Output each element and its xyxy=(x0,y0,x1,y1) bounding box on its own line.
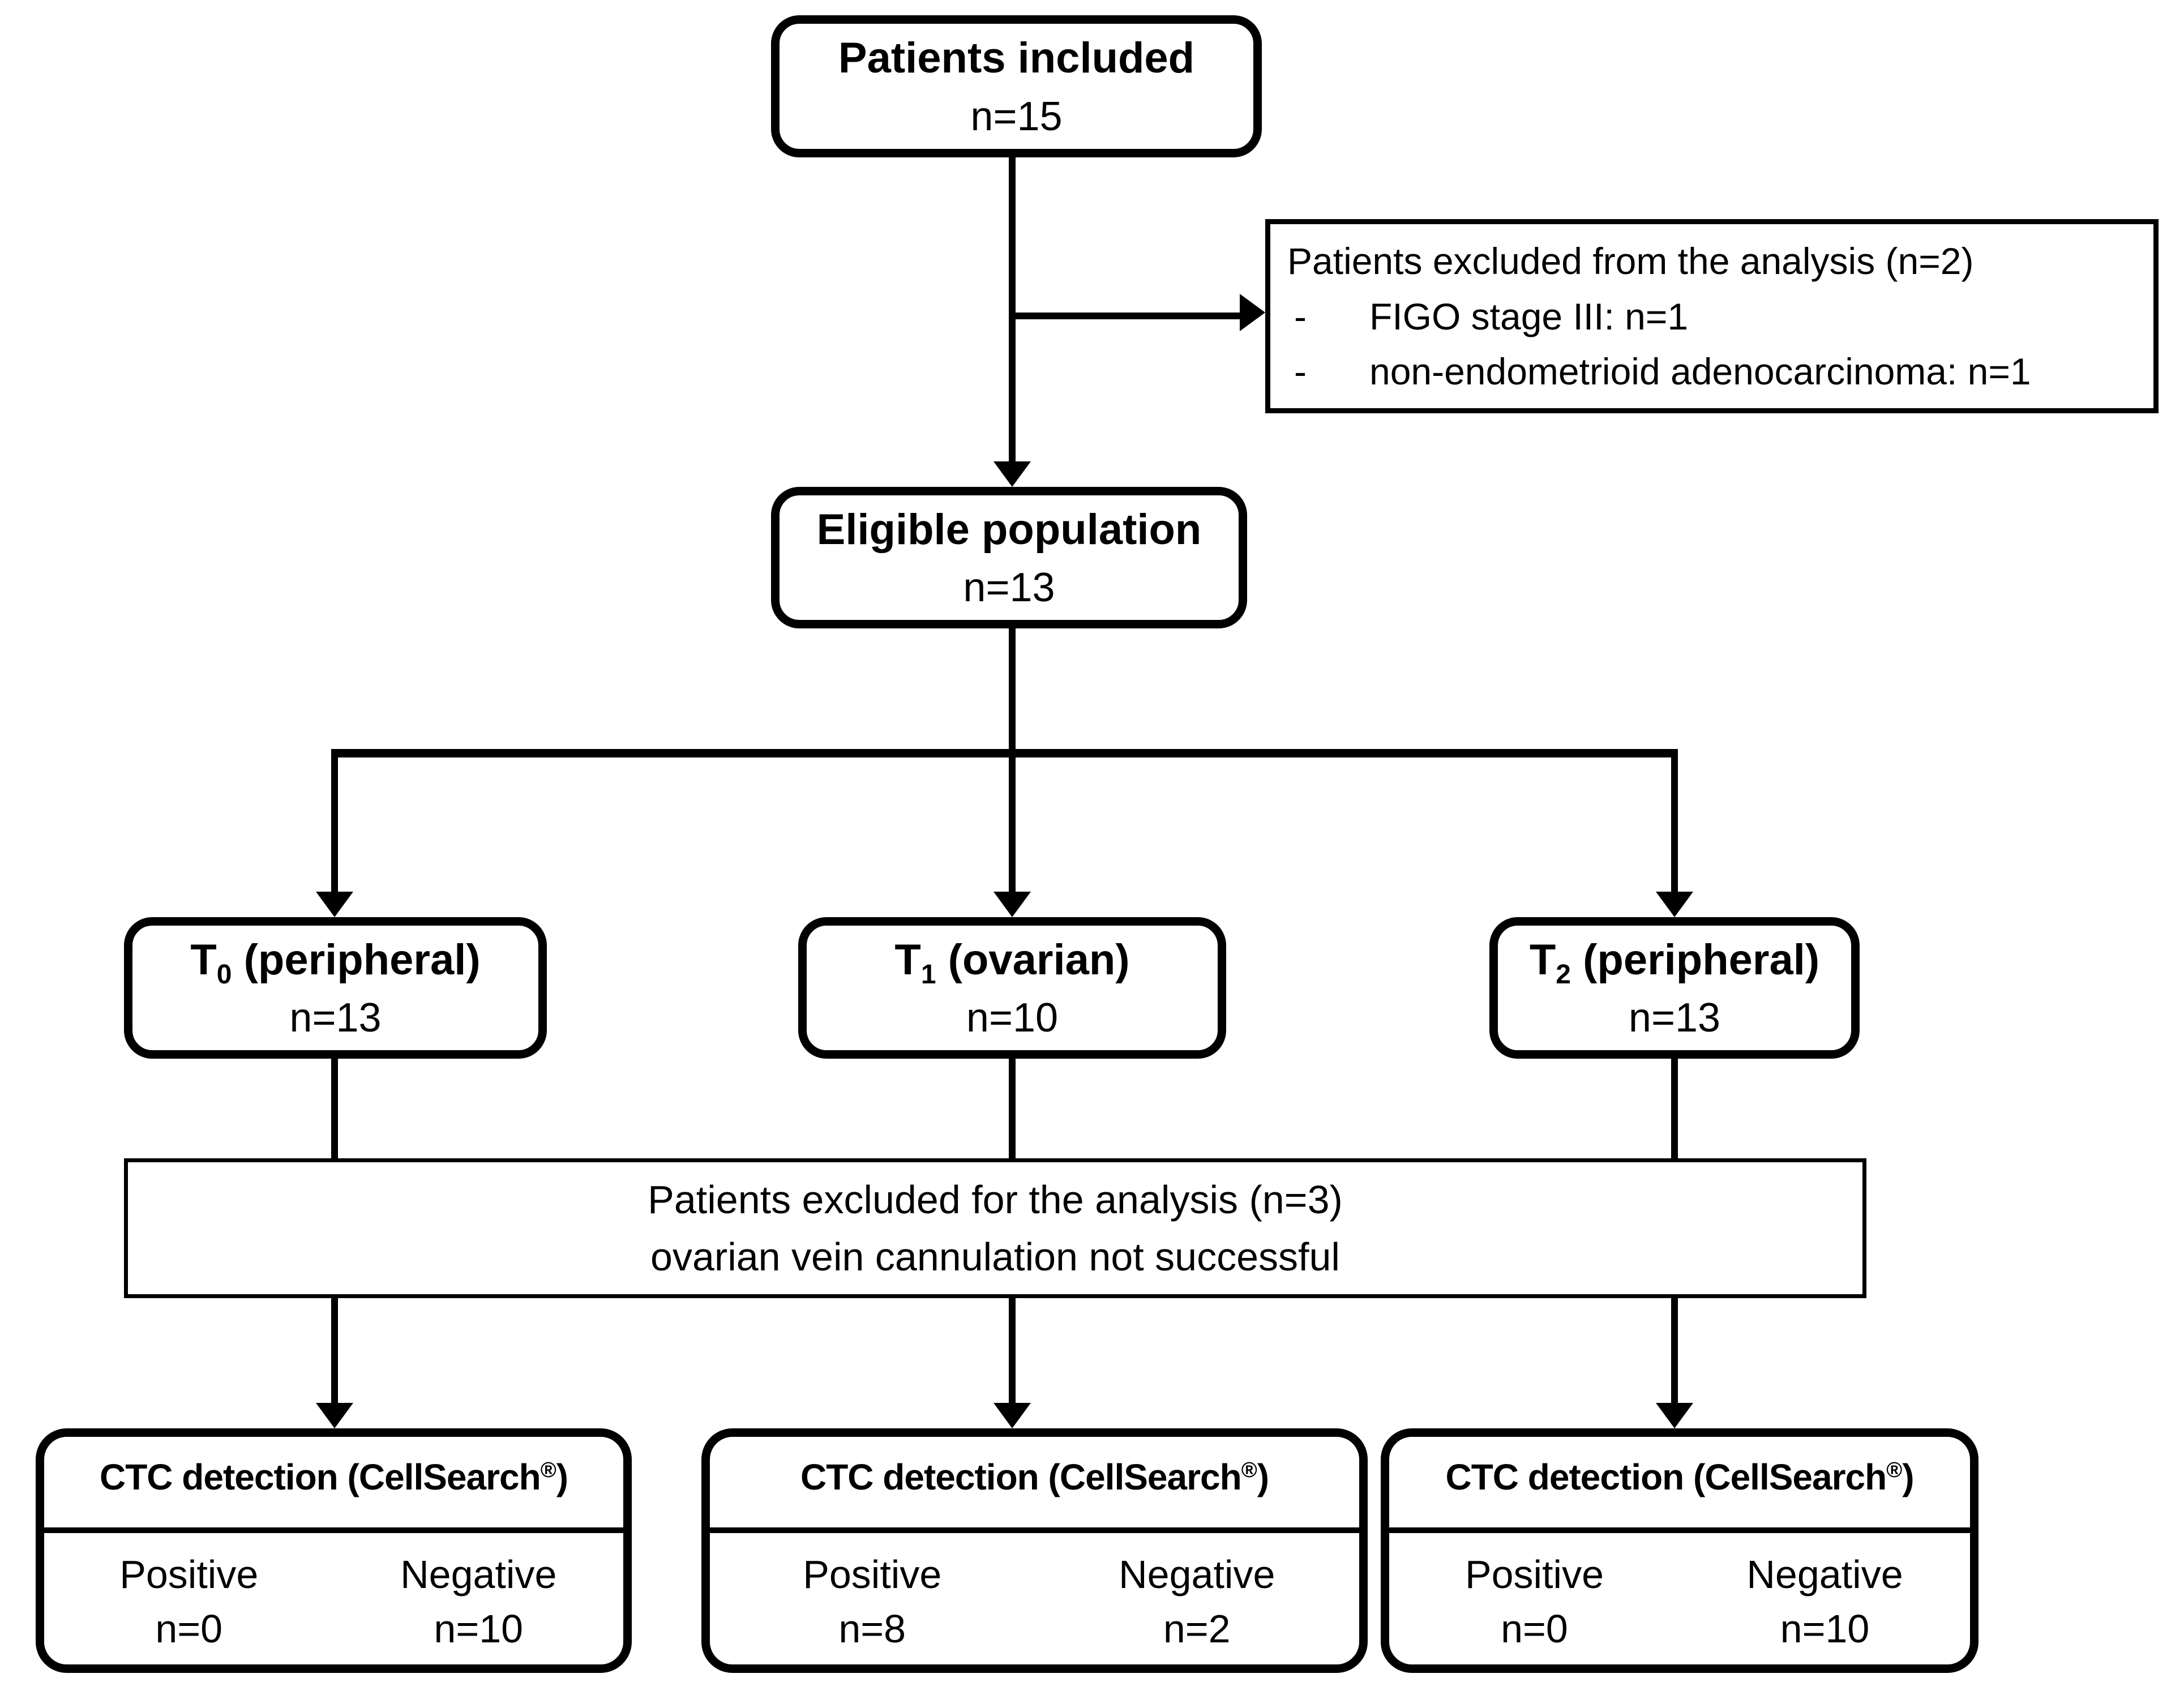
bullet-dash: - xyxy=(1294,350,1307,393)
node-title: Patients included xyxy=(838,34,1195,83)
arrowhead-down-icon xyxy=(316,1403,353,1428)
result-count: n=0 xyxy=(1501,1607,1568,1651)
ctc-title: CTC detection (CellSearch®) xyxy=(710,1456,1359,1498)
arrowhead-down-icon xyxy=(1656,1403,1693,1428)
connector-split-to-t2 xyxy=(1671,756,1678,893)
node-eligible-population: Eligible population n=13 xyxy=(771,487,1247,628)
connector-split-to-t0 xyxy=(331,756,338,893)
node-title: T0 (peripheral) xyxy=(190,935,481,988)
ctc-title-text: CTC detection (CellSearch xyxy=(1445,1457,1887,1497)
ctc-title-close: ) xyxy=(1257,1457,1269,1497)
ctc-title-text: CTC detection (CellSearch xyxy=(99,1457,541,1497)
node-excluded-from-analysis: Patients excluded from the analysis (n=2… xyxy=(1265,219,2159,413)
arrowhead-down-icon xyxy=(993,461,1031,487)
connector-split-bar xyxy=(331,749,1678,757)
ctc-title-close: ) xyxy=(556,1457,568,1497)
connector-midbox-to-ctc0 xyxy=(331,1297,338,1403)
connector-t2-to-midbox xyxy=(1671,1058,1678,1158)
t-suffix: (peripheral) xyxy=(1570,935,1820,984)
connector-included-to-eligible xyxy=(1009,157,1016,463)
connector-eligible-to-split xyxy=(1009,628,1016,753)
arrowhead-down-icon xyxy=(316,892,353,917)
exclusion-item: - non-endometrioid adenocarcinoma: n=1 xyxy=(1287,353,2136,390)
connector-split-to-t1 xyxy=(1009,756,1016,893)
registered-mark-icon: ® xyxy=(1886,1458,1903,1482)
ctc-title-close: ) xyxy=(1902,1457,1914,1497)
divider-line xyxy=(710,1527,1359,1533)
connector-midbox-to-ctc1 xyxy=(1009,1297,1016,1403)
node-title: T1 (ovarian) xyxy=(894,935,1130,988)
t-suffix: (ovarian) xyxy=(936,935,1130,984)
node-ctc-detection-t2: CTC detection (CellSearch®) Positive n=0… xyxy=(1381,1428,1979,1673)
arrowhead-down-icon xyxy=(993,1403,1031,1428)
bullet-dash: - xyxy=(1294,295,1307,337)
ctc-results: Positive n=0 Negative n=10 xyxy=(44,1539,623,1664)
node-t2-peripheral: T2 (peripheral) n=13 xyxy=(1489,917,1860,1059)
ctc-negative-column: Negative n=10 xyxy=(1680,1539,1970,1664)
exclusion-item: - FIGO stage III: n=1 xyxy=(1287,298,2136,335)
node-count: n=13 xyxy=(289,995,382,1041)
divider-line xyxy=(1389,1527,1970,1533)
registered-mark-icon: ® xyxy=(540,1458,556,1482)
node-title: T2 (peripheral) xyxy=(1529,935,1820,988)
ctc-positive-column: Positive n=0 xyxy=(1389,1539,1680,1664)
t-base: T xyxy=(894,935,921,984)
ctc-title-text: CTC detection (CellSearch xyxy=(800,1457,1242,1497)
result-count: n=2 xyxy=(1163,1607,1231,1651)
t-subscript: 1 xyxy=(920,959,936,990)
t-base: T xyxy=(1529,935,1556,984)
result-label: Negative xyxy=(1119,1552,1275,1596)
arrowhead-right-icon xyxy=(1240,294,1265,331)
node-count: n=10 xyxy=(966,995,1059,1041)
connector-t0-to-midbox xyxy=(331,1058,338,1158)
ctc-title: CTC detection (CellSearch®) xyxy=(44,1456,623,1498)
result-label: Positive xyxy=(803,1552,942,1596)
exclusion-heading: Patients excluded from the analysis (n=2… xyxy=(1287,239,1974,282)
connector-midbox-to-ctc2 xyxy=(1671,1297,1678,1403)
mid-exclusion-line2: ovarian vein cannulation not successful xyxy=(650,1235,1340,1279)
ctc-negative-column: Negative n=2 xyxy=(1035,1539,1360,1664)
ctc-title: CTC detection (CellSearch®) xyxy=(1389,1456,1970,1498)
divider-line xyxy=(44,1527,623,1533)
ctc-positive-column: Positive n=8 xyxy=(710,1539,1035,1664)
node-title: Eligible population xyxy=(816,505,1202,554)
t-subscript: 2 xyxy=(1556,959,1571,990)
arrowhead-down-icon xyxy=(993,892,1031,917)
node-t1-ovarian: T1 (ovarian) n=10 xyxy=(798,917,1226,1059)
exclusion-item-text: non-endometrioid adenocarcinoma: n=1 xyxy=(1369,350,2031,393)
node-count: n=15 xyxy=(970,93,1063,139)
exclusion-item-text: FIGO stage III: n=1 xyxy=(1369,295,1689,337)
result-count: n=10 xyxy=(1780,1607,1870,1651)
node-excluded-for-analysis: Patients excluded for the analysis (n=3)… xyxy=(124,1158,1866,1298)
registered-mark-icon: ® xyxy=(1241,1458,1257,1482)
result-label: Positive xyxy=(119,1552,259,1596)
ctc-positive-column: Positive n=0 xyxy=(44,1539,334,1664)
t-base: T xyxy=(190,935,217,984)
t-suffix: (peripheral) xyxy=(232,935,481,984)
result-count: n=8 xyxy=(838,1607,906,1651)
ctc-results: Positive n=0 Negative n=10 xyxy=(1389,1539,1970,1664)
arrowhead-down-icon xyxy=(1656,892,1693,917)
connector-branch-to-exclusion xyxy=(1012,313,1240,319)
node-ctc-detection-t0: CTC detection (CellSearch®) Positive n=0… xyxy=(36,1428,632,1673)
ctc-negative-column: Negative n=10 xyxy=(334,1539,624,1664)
node-t0-peripheral: T0 (peripheral) n=13 xyxy=(124,917,547,1059)
result-label: Negative xyxy=(1746,1552,1903,1596)
t-subscript: 0 xyxy=(216,959,232,990)
node-patients-included: Patients included n=15 xyxy=(771,15,1262,157)
result-label: Negative xyxy=(400,1552,557,1596)
result-label: Positive xyxy=(1464,1552,1604,1596)
node-count: n=13 xyxy=(963,565,1055,611)
node-count: n=13 xyxy=(1628,995,1721,1041)
result-count: n=10 xyxy=(434,1607,524,1651)
mid-exclusion-line1: Patients excluded for the analysis (n=3) xyxy=(648,1178,1343,1222)
ctc-results: Positive n=8 Negative n=2 xyxy=(710,1539,1359,1664)
result-count: n=0 xyxy=(155,1607,223,1651)
connector-t1-to-midbox xyxy=(1009,1058,1016,1158)
node-ctc-detection-t1: CTC detection (CellSearch®) Positive n=8… xyxy=(701,1428,1368,1673)
